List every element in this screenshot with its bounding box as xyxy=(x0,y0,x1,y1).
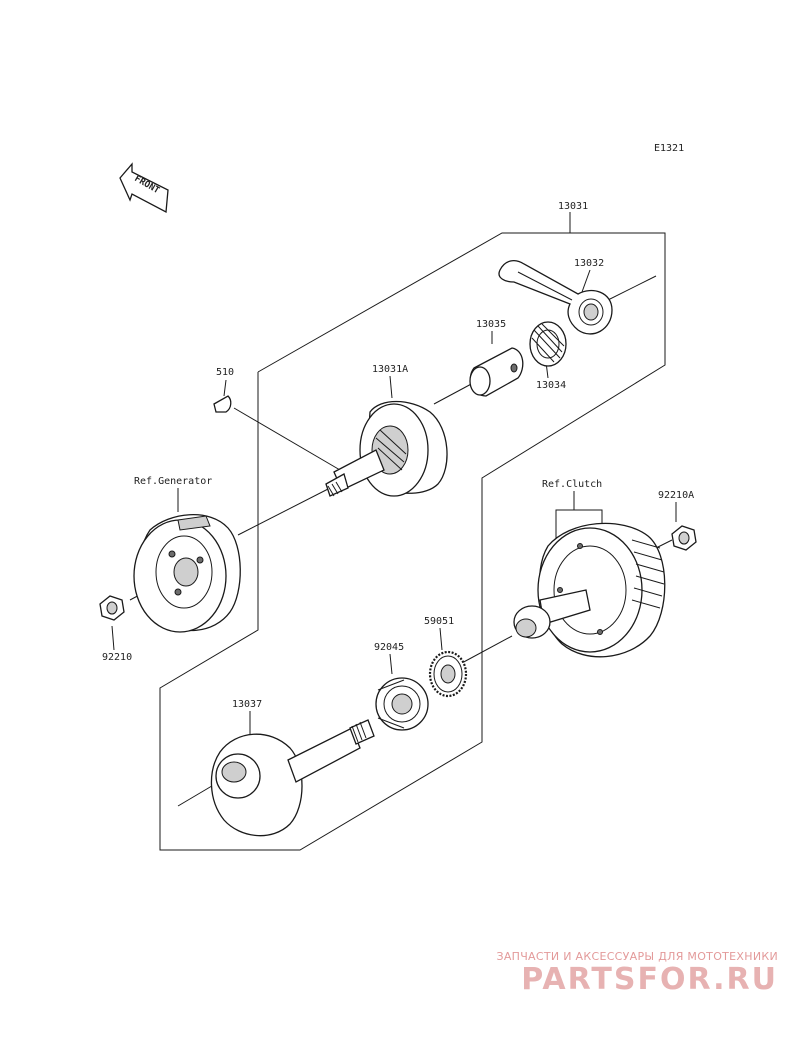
svg-text:13037: 13037 xyxy=(232,699,262,710)
crank-half-13031A xyxy=(325,400,448,497)
ball-bearing-92045 xyxy=(375,677,429,731)
label-13031A: 13031A xyxy=(372,364,408,399)
label-13032: 13032 xyxy=(574,258,604,293)
label-59051: 59051 xyxy=(424,616,454,651)
watermark-tagline: ЗАПЧАСТИ И АКСЕССУАРЫ ДЛЯ МОТОТЕХНИКИ xyxy=(496,950,778,963)
assembly-outline xyxy=(159,212,666,851)
label-13035: 13035 xyxy=(476,319,506,344)
svg-text:510: 510 xyxy=(216,367,234,378)
label-92210: 92210 xyxy=(102,625,132,663)
axis-lines xyxy=(129,275,673,807)
svg-text:59051: 59051 xyxy=(424,616,454,627)
crank-pin-13035 xyxy=(469,347,524,397)
svg-text:Ref.Clutch: Ref.Clutch xyxy=(542,479,602,490)
svg-text:Ref.Generator: Ref.Generator xyxy=(134,476,212,487)
svg-text:13034: 13034 xyxy=(536,380,566,391)
nut-92210A xyxy=(671,525,697,551)
front-arrow-icon: FRONT xyxy=(119,162,169,214)
svg-text:92045: 92045 xyxy=(374,642,404,653)
woodruff-key-510 xyxy=(213,395,232,413)
gear-59051 xyxy=(428,650,468,698)
label-13037: 13037 xyxy=(232,699,262,736)
diagram-code: E1321 xyxy=(654,143,684,154)
connecting-rod-13032 xyxy=(498,259,613,335)
svg-text:92210A: 92210A xyxy=(658,490,694,501)
label-92045: 92045 xyxy=(374,642,404,675)
generator-rotor xyxy=(133,514,241,633)
needle-bearing-13034 xyxy=(529,321,567,367)
watermark: ЗАПЧАСТИ И АКСЕССУАРЫ ДЛЯ МОТОТЕХНИКИ PA… xyxy=(478,950,778,997)
label-510: 510 xyxy=(216,367,234,397)
label-92210A: 92210A xyxy=(658,490,694,522)
svg-text:13031A: 13031A xyxy=(372,364,408,375)
clutch-assembly xyxy=(513,522,666,658)
svg-text:92210: 92210 xyxy=(102,652,132,663)
watermark-brand: PARTSFOR.RU xyxy=(521,962,778,997)
nut-92210 xyxy=(99,595,125,621)
svg-text:13031: 13031 xyxy=(558,201,588,212)
label-ref-generator: Ref.Generator xyxy=(134,476,212,512)
label-13031: 13031 xyxy=(558,201,588,212)
svg-text:13032: 13032 xyxy=(574,258,604,269)
crank-half-13037 xyxy=(210,719,375,837)
svg-text:13035: 13035 xyxy=(476,319,506,330)
